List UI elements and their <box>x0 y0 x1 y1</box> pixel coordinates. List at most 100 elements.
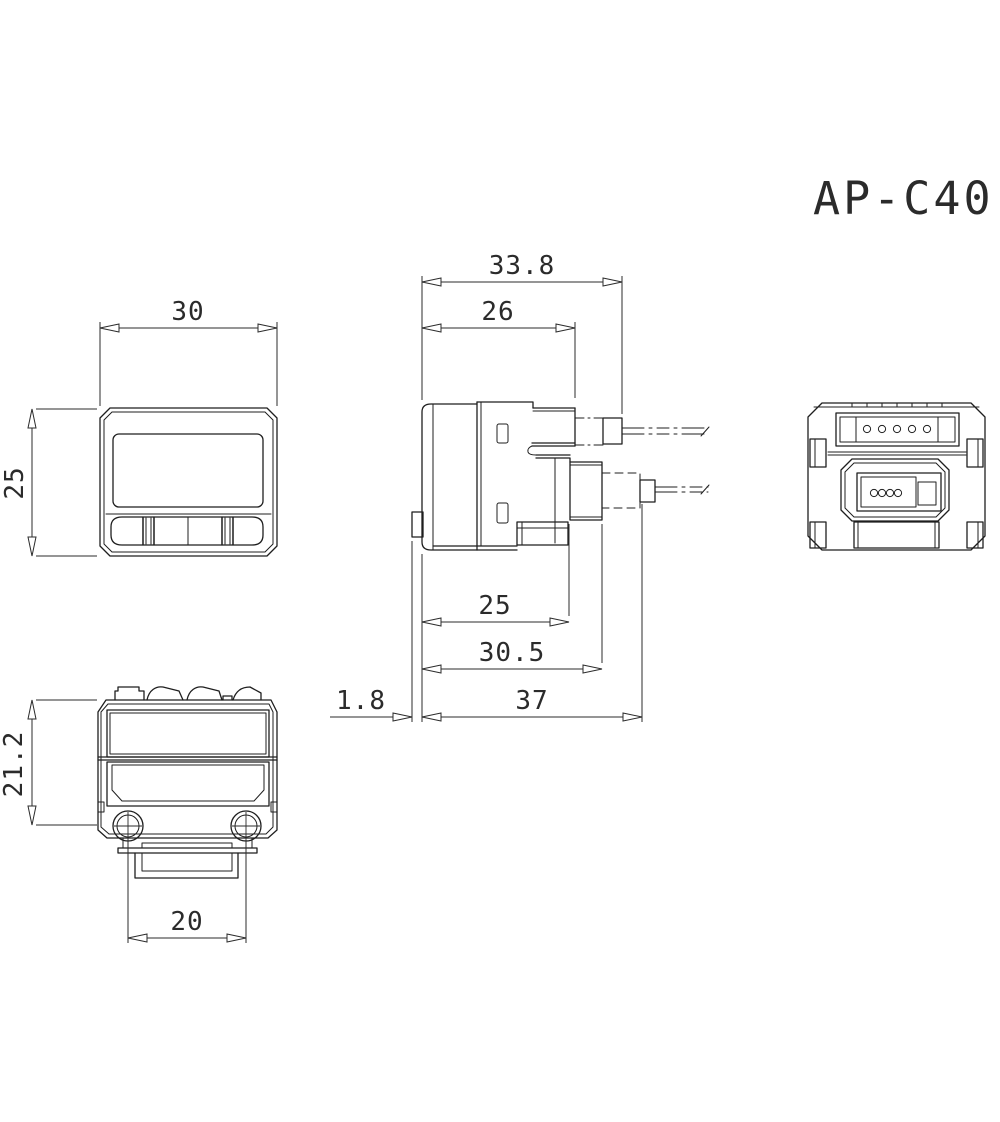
rear-io-key-slot <box>917 481 937 506</box>
bottom-view-dimensions: 21.2 20 <box>0 699 247 943</box>
side-conn2-arrow-left <box>421 664 442 674</box>
side-overall-arrow-left <box>421 277 442 287</box>
bottom-height-arrow-top <box>27 699 37 720</box>
dim-side-overall: 33.8 <box>489 251 556 281</box>
bottom-flange-bar <box>117 847 258 854</box>
rear-tab-top-right <box>966 438 984 468</box>
bottom-small-tab <box>222 695 233 701</box>
bottom-connector-bump <box>114 686 145 701</box>
rear-outer-outline <box>807 402 986 551</box>
rear-inset-inner <box>844 462 946 518</box>
bottom-bracket-arrow-right <box>226 933 247 943</box>
bottom-bracket-arrow-left <box>127 933 148 943</box>
rear-bottom-block <box>853 521 940 549</box>
dim-side-total: 37 <box>515 686 548 716</box>
bottom-height-arrow-bottom <box>27 805 37 826</box>
side-step-curve <box>527 445 537 456</box>
bottom-view <box>97 686 278 879</box>
side-foot-inner <box>516 521 569 546</box>
bottom-button-hump-2 <box>186 686 223 701</box>
bottom-outer-outline <box>97 699 278 839</box>
rear-tab-bottom-right <box>966 521 984 549</box>
front-width-arrow-right <box>257 323 278 333</box>
side-cable1-break <box>700 426 710 437</box>
front-view-dimensions: 30 25 <box>0 297 278 557</box>
bottom-height-extension-lines <box>36 699 97 826</box>
side-view <box>411 401 710 551</box>
side-conn1-arrow-right <box>549 617 570 627</box>
side-conn1-arrow-left <box>421 617 442 627</box>
side-body-arrow-left <box>421 323 442 333</box>
rear-io-pins <box>869 488 903 498</box>
side-cable2 <box>654 486 709 493</box>
front-button-left <box>110 516 144 546</box>
front-button-right <box>232 516 264 546</box>
side-connector2-phantom <box>601 472 641 509</box>
dim-front-height: 25 <box>0 466 30 499</box>
front-width-extension-lines <box>99 322 278 406</box>
bottom-section2-outer <box>106 761 270 807</box>
side-cable1 <box>621 427 709 435</box>
dim-side-offset: 1.8 <box>336 686 386 716</box>
rear-top-ticks <box>851 402 943 408</box>
dim-bottom-bracket: 20 <box>170 907 203 937</box>
bottom-side-notches <box>97 801 278 813</box>
bottom-port-right <box>230 810 262 842</box>
dim-front-width: 30 <box>171 297 204 327</box>
side-overall-arrow-right <box>602 277 623 287</box>
bottom-bracket-inner <box>141 852 233 872</box>
front-width-arrow-left <box>99 323 120 333</box>
side-offset-arrow <box>392 712 413 722</box>
front-outer-outline <box>99 407 278 557</box>
side-mount-hole-lower <box>496 502 509 524</box>
bottom-port-left <box>112 810 144 842</box>
rear-io-connector-inner <box>860 476 917 508</box>
bottom-bracket-extension-lines <box>127 840 247 943</box>
bottom-section2-inner <box>111 764 265 802</box>
rear-top-connector-outer <box>835 412 960 447</box>
side-connector1-phantom <box>574 417 604 446</box>
dim-bottom-height: 21.2 <box>0 731 29 798</box>
rear-pin-holes <box>862 424 932 434</box>
bottom-button-hump-1 <box>146 686 184 701</box>
side-bottom-edges <box>432 545 518 551</box>
rear-io-connector <box>856 472 942 512</box>
side-lower-block-inner <box>569 464 603 518</box>
side-body-arrow-right <box>555 323 576 333</box>
front-button-narrow-2 <box>221 516 234 546</box>
side-cable2-break <box>700 484 710 495</box>
side-front-protrusion <box>411 511 424 538</box>
front-height-extension-lines <box>36 408 97 557</box>
rear-mid-lines <box>827 451 967 456</box>
side-step-lines <box>535 454 571 463</box>
bottom-bracket-outer <box>134 852 239 879</box>
dim-side-body: 26 <box>481 297 514 327</box>
side-conn2-arrow-right <box>582 664 603 674</box>
rear-bottom-block-lines <box>857 521 936 549</box>
front-inner-outline <box>103 411 274 553</box>
front-button-narrow-2-lines <box>224 517 231 545</box>
rear-top-connector-inner <box>839 416 956 443</box>
side-connector1-plug <box>602 417 623 445</box>
front-height-arrow-top <box>27 408 37 429</box>
bottom-inner-outline <box>100 703 274 835</box>
bottom-section1-outer <box>106 709 270 758</box>
rear-view <box>807 402 986 551</box>
side-front-bezel <box>421 403 478 551</box>
bottom-button-hump-3 <box>232 686 262 701</box>
side-upper-extension-lines <box>421 276 623 414</box>
side-body-top-edge <box>476 401 534 409</box>
side-foot-block <box>516 521 569 546</box>
bottom-clip-verticals <box>122 837 253 849</box>
side-lower-block <box>569 461 603 521</box>
front-view <box>99 407 278 557</box>
side-lower-extension-lines <box>411 504 643 722</box>
front-display-window <box>112 433 264 508</box>
bottom-divider-lines <box>97 756 278 761</box>
rear-tab-top-left <box>809 438 827 468</box>
front-button-narrow-1 <box>142 516 155 546</box>
side-total-arrow-left <box>421 712 442 722</box>
dim-side-conn1: 25 <box>478 591 511 621</box>
rear-inset-outer <box>840 458 950 522</box>
